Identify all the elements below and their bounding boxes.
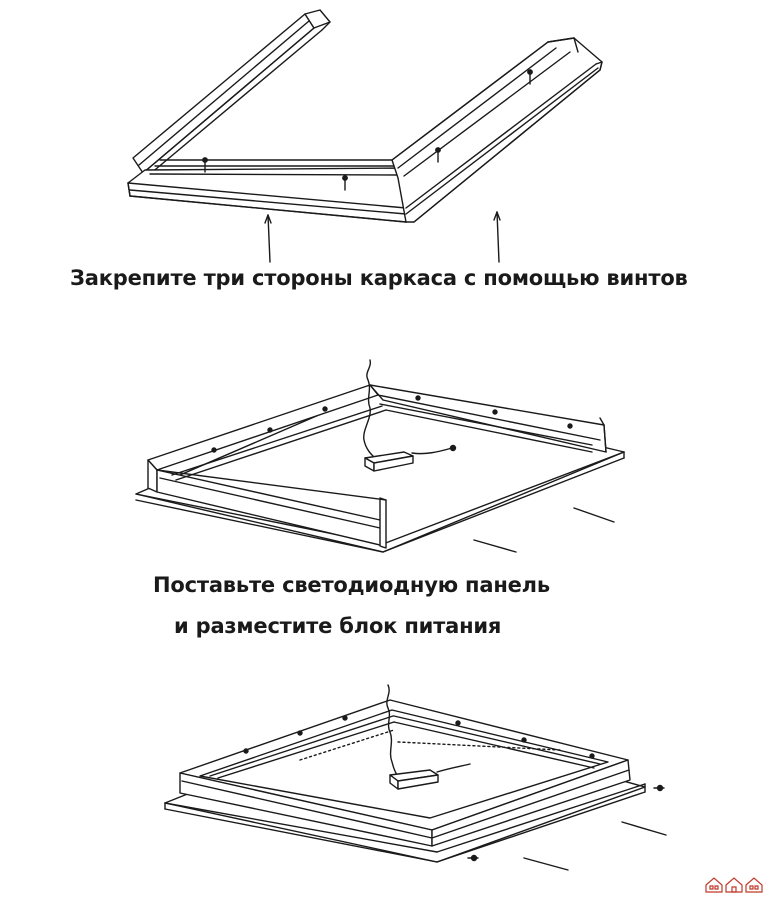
frame-front-rail — [128, 160, 412, 222]
step2-caption-line1: Поставьте светодиодную панель — [153, 573, 550, 597]
arrow-icon — [524, 822, 666, 870]
screw-icon — [244, 716, 664, 861]
step2-panel-illustration — [136, 360, 624, 552]
power-supply-icon — [390, 770, 438, 789]
step1-frame-illustration — [128, 10, 602, 262]
screw-icon — [212, 396, 572, 452]
arrow-icon — [474, 508, 614, 552]
step2-caption-line2: и разместите блок питания — [174, 614, 502, 638]
frame-right-rail — [392, 38, 602, 222]
step3-closed-frame-illustration — [165, 685, 666, 870]
cable-icon — [387, 685, 398, 776]
cable-icon — [364, 360, 375, 458]
step1-caption: Закрепите три стороны каркаса с помощью … — [70, 266, 688, 290]
arrow-icon — [265, 212, 500, 262]
screw-icon — [203, 70, 532, 190]
power-supply-icon — [365, 452, 413, 471]
frame-left-rail — [133, 10, 330, 174]
watermark-house-icon — [704, 876, 764, 894]
